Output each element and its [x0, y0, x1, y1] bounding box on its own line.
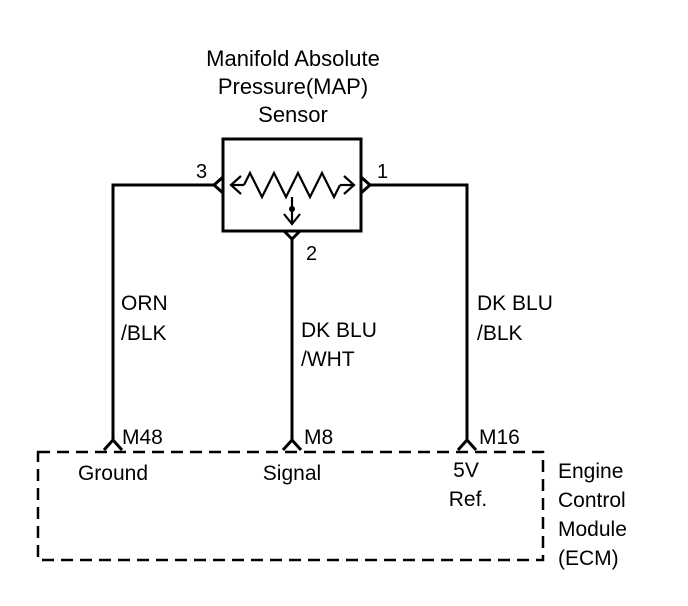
sensor-title-line3: Sensor [258, 102, 328, 127]
resistor-zigzag [243, 170, 341, 200]
ecm-signal-label: Signal [263, 462, 321, 485]
wire-reference-color-line2: /BLK [477, 322, 523, 345]
wire-signal-color-line1: DK BLU [301, 319, 377, 342]
ecm-pin-m48-label: M48 [122, 426, 163, 449]
ecm-boundary-box [36, 450, 545, 562]
wire-signal-color-line2: /WHT [301, 348, 355, 371]
ecm-module-name-line1: Engine [558, 460, 623, 483]
ecm-ref-label-line2: Ref. [449, 488, 488, 511]
ecm-terminal-m16-icon [456, 437, 478, 452]
ecm-module-name: Engine Control Module (ECM) [558, 460, 627, 570]
ecm-module-name-line4: (ECM) [558, 547, 619, 570]
wiper-arrowhead [283, 213, 301, 226]
wire-reference-color-line1: DK BLU [477, 292, 553, 315]
sensor-pin-1: 1 [360, 161, 388, 195]
sensor-pin-2: 2 [282, 229, 317, 265]
ecm-module-name-line2: Control [558, 489, 626, 512]
ecm-module-name-line3: Module [558, 518, 627, 541]
sensor-box [221, 137, 363, 233]
wire-reference [370, 183, 469, 440]
ecm-terminal-m8-icon [281, 437, 303, 452]
wire-ground-color-line2: /BLK [121, 322, 167, 345]
ecm-pin-m8-label: M8 [304, 426, 333, 449]
potentiometer-symbol [229, 170, 356, 226]
wire-ground [111, 183, 214, 440]
sensor-title-line2: Pressure(MAP) [218, 74, 368, 99]
ecm-pin-m16-label: M16 [479, 426, 520, 449]
wiper-dot [289, 206, 295, 212]
resistor-right-arrowhead [343, 175, 356, 195]
ecm-terminal-m48-icon [102, 437, 124, 452]
pin-3-label: 3 [196, 161, 207, 183]
sensor-title-line1: Manifold Absolute [206, 46, 380, 71]
ecm-ref-label-line1: 5V [453, 459, 479, 482]
wire-ground-color-line1: ORN [121, 292, 168, 315]
sensor-pin-3: 3 [196, 161, 224, 195]
pin-2-label: 2 [306, 243, 317, 265]
ecm-ground-label: Ground [78, 462, 148, 485]
sensor-title: Manifold Absolute Pressure(MAP) Sensor [206, 46, 380, 127]
pin-1-label: 1 [377, 161, 388, 183]
